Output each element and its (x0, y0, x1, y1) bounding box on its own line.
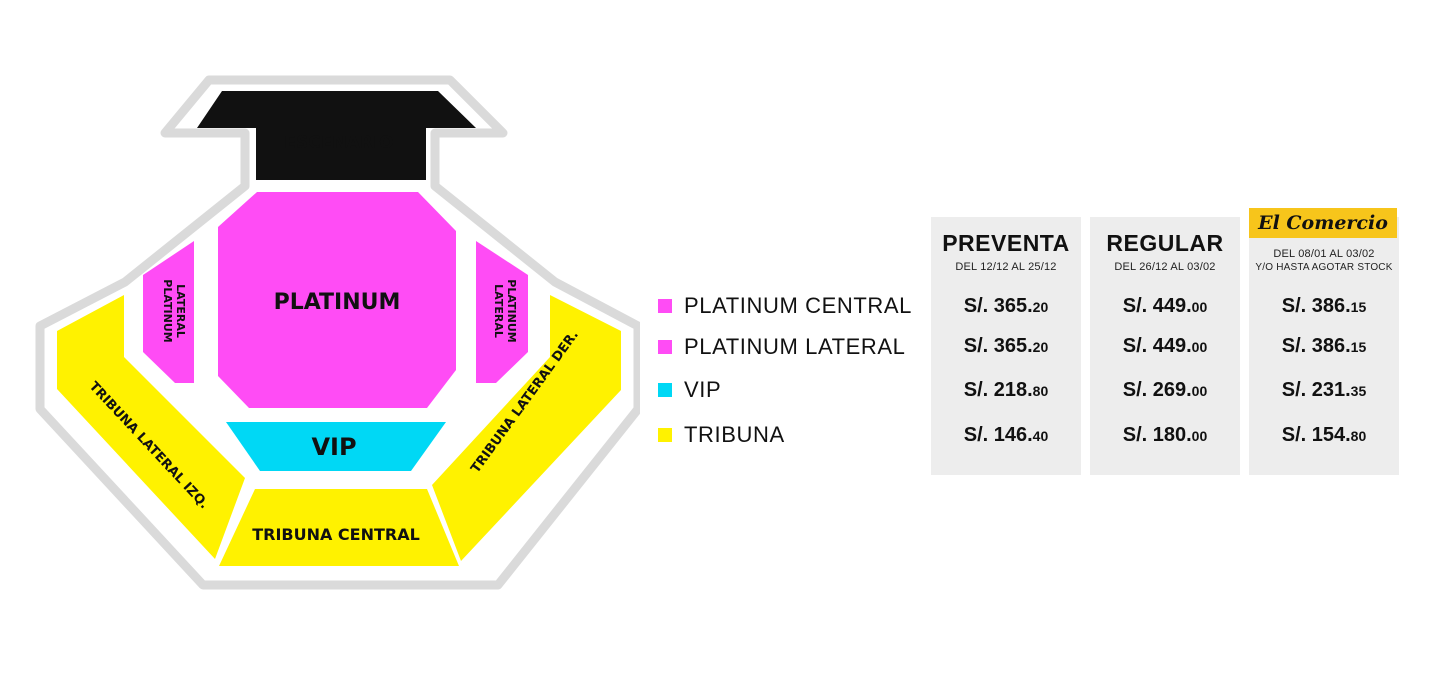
legend-swatch (658, 428, 672, 442)
column-date: DEL 26/12 AL 03/02 (1114, 261, 1216, 273)
price-platinum-central: S/. 449.00 (1122, 295, 1208, 317)
legend-swatch (658, 299, 672, 313)
column-date-note: Y/O HASTA AGOTAR STOCK (1255, 262, 1393, 273)
vip-label: VIP (311, 433, 356, 461)
tribuna-central-zone[interactable] (219, 489, 459, 566)
legend-label: PLATINUM CENTRAL (684, 293, 912, 318)
column-date: DEL 08/01 AL 03/02 (1273, 248, 1375, 260)
platinum-lateral-right-label-1: PLATINUM (505, 279, 518, 342)
tribuna-central-label: TRIBUNA CENTRAL (252, 525, 420, 544)
platinum-label: PLATINUM (274, 290, 401, 315)
platinum-lateral-right-zone[interactable] (476, 241, 528, 383)
platinum-lateral-right-label-2: LATERAL (492, 284, 505, 338)
price-platinum-central: S/. 386.15 (1281, 295, 1367, 317)
legend-label: TRIBUNA (684, 422, 785, 447)
legend-swatch (658, 383, 672, 397)
tribuna-lateral-izq-zone[interactable] (57, 295, 245, 559)
price-platinum-lateral: S/. 365.20 (963, 335, 1049, 357)
price-tribuna: S/. 146.40 (963, 424, 1049, 446)
column-title: REGULAR (1106, 230, 1224, 256)
vip-zone[interactable] (226, 422, 446, 471)
price-platinum-central: S/. 365.20 (963, 295, 1049, 317)
price-column-regular: REGULAR DEL 26/12 AL 03/02 S/. 449.00 S/… (1090, 217, 1240, 475)
price-column-preventa: PREVENTA DEL 12/12 AL 25/12 S/. 365.20 S… (931, 217, 1081, 475)
stage-label: ESCENARIO (284, 133, 393, 153)
platinum-lateral-left-zone[interactable] (143, 241, 194, 383)
price-column-el-comercio: DEL 08/01 AL 03/02 Y/O HASTA AGOTAR STOC… (1249, 217, 1399, 475)
price-platinum-lateral: S/. 449.00 (1122, 335, 1208, 357)
price-vip: S/. 231.35 (1281, 379, 1367, 401)
platinum-central-zone[interactable] (218, 192, 456, 408)
platinum-lateral-left-label-1: PLATINUM (161, 279, 174, 342)
price-tribuna: S/. 154.80 (1281, 424, 1367, 446)
stage-zone[interactable] (197, 91, 476, 180)
price-tribuna: S/. 180.00 (1122, 424, 1208, 446)
el-comercio-logo: El Comercio (1249, 208, 1397, 238)
column-title: PREVENTA (942, 230, 1070, 256)
tribuna-lateral-der-zone[interactable] (432, 295, 621, 561)
legend-label: VIP (684, 377, 722, 402)
legend-swatch (658, 340, 672, 354)
column-date: DEL 12/12 AL 25/12 (955, 261, 1057, 273)
venue-map: ESCENARIO PLATINUM PLATINUM LATERAL PLAT… (35, 75, 640, 590)
legend-label: PLATINUM LATERAL (684, 334, 906, 359)
price-vip: S/. 269.00 (1122, 379, 1208, 401)
price-vip: S/. 218.80 (963, 379, 1049, 401)
platinum-lateral-left-label-2: LATERAL (174, 284, 187, 338)
price-platinum-lateral: S/. 386.15 (1281, 335, 1367, 357)
